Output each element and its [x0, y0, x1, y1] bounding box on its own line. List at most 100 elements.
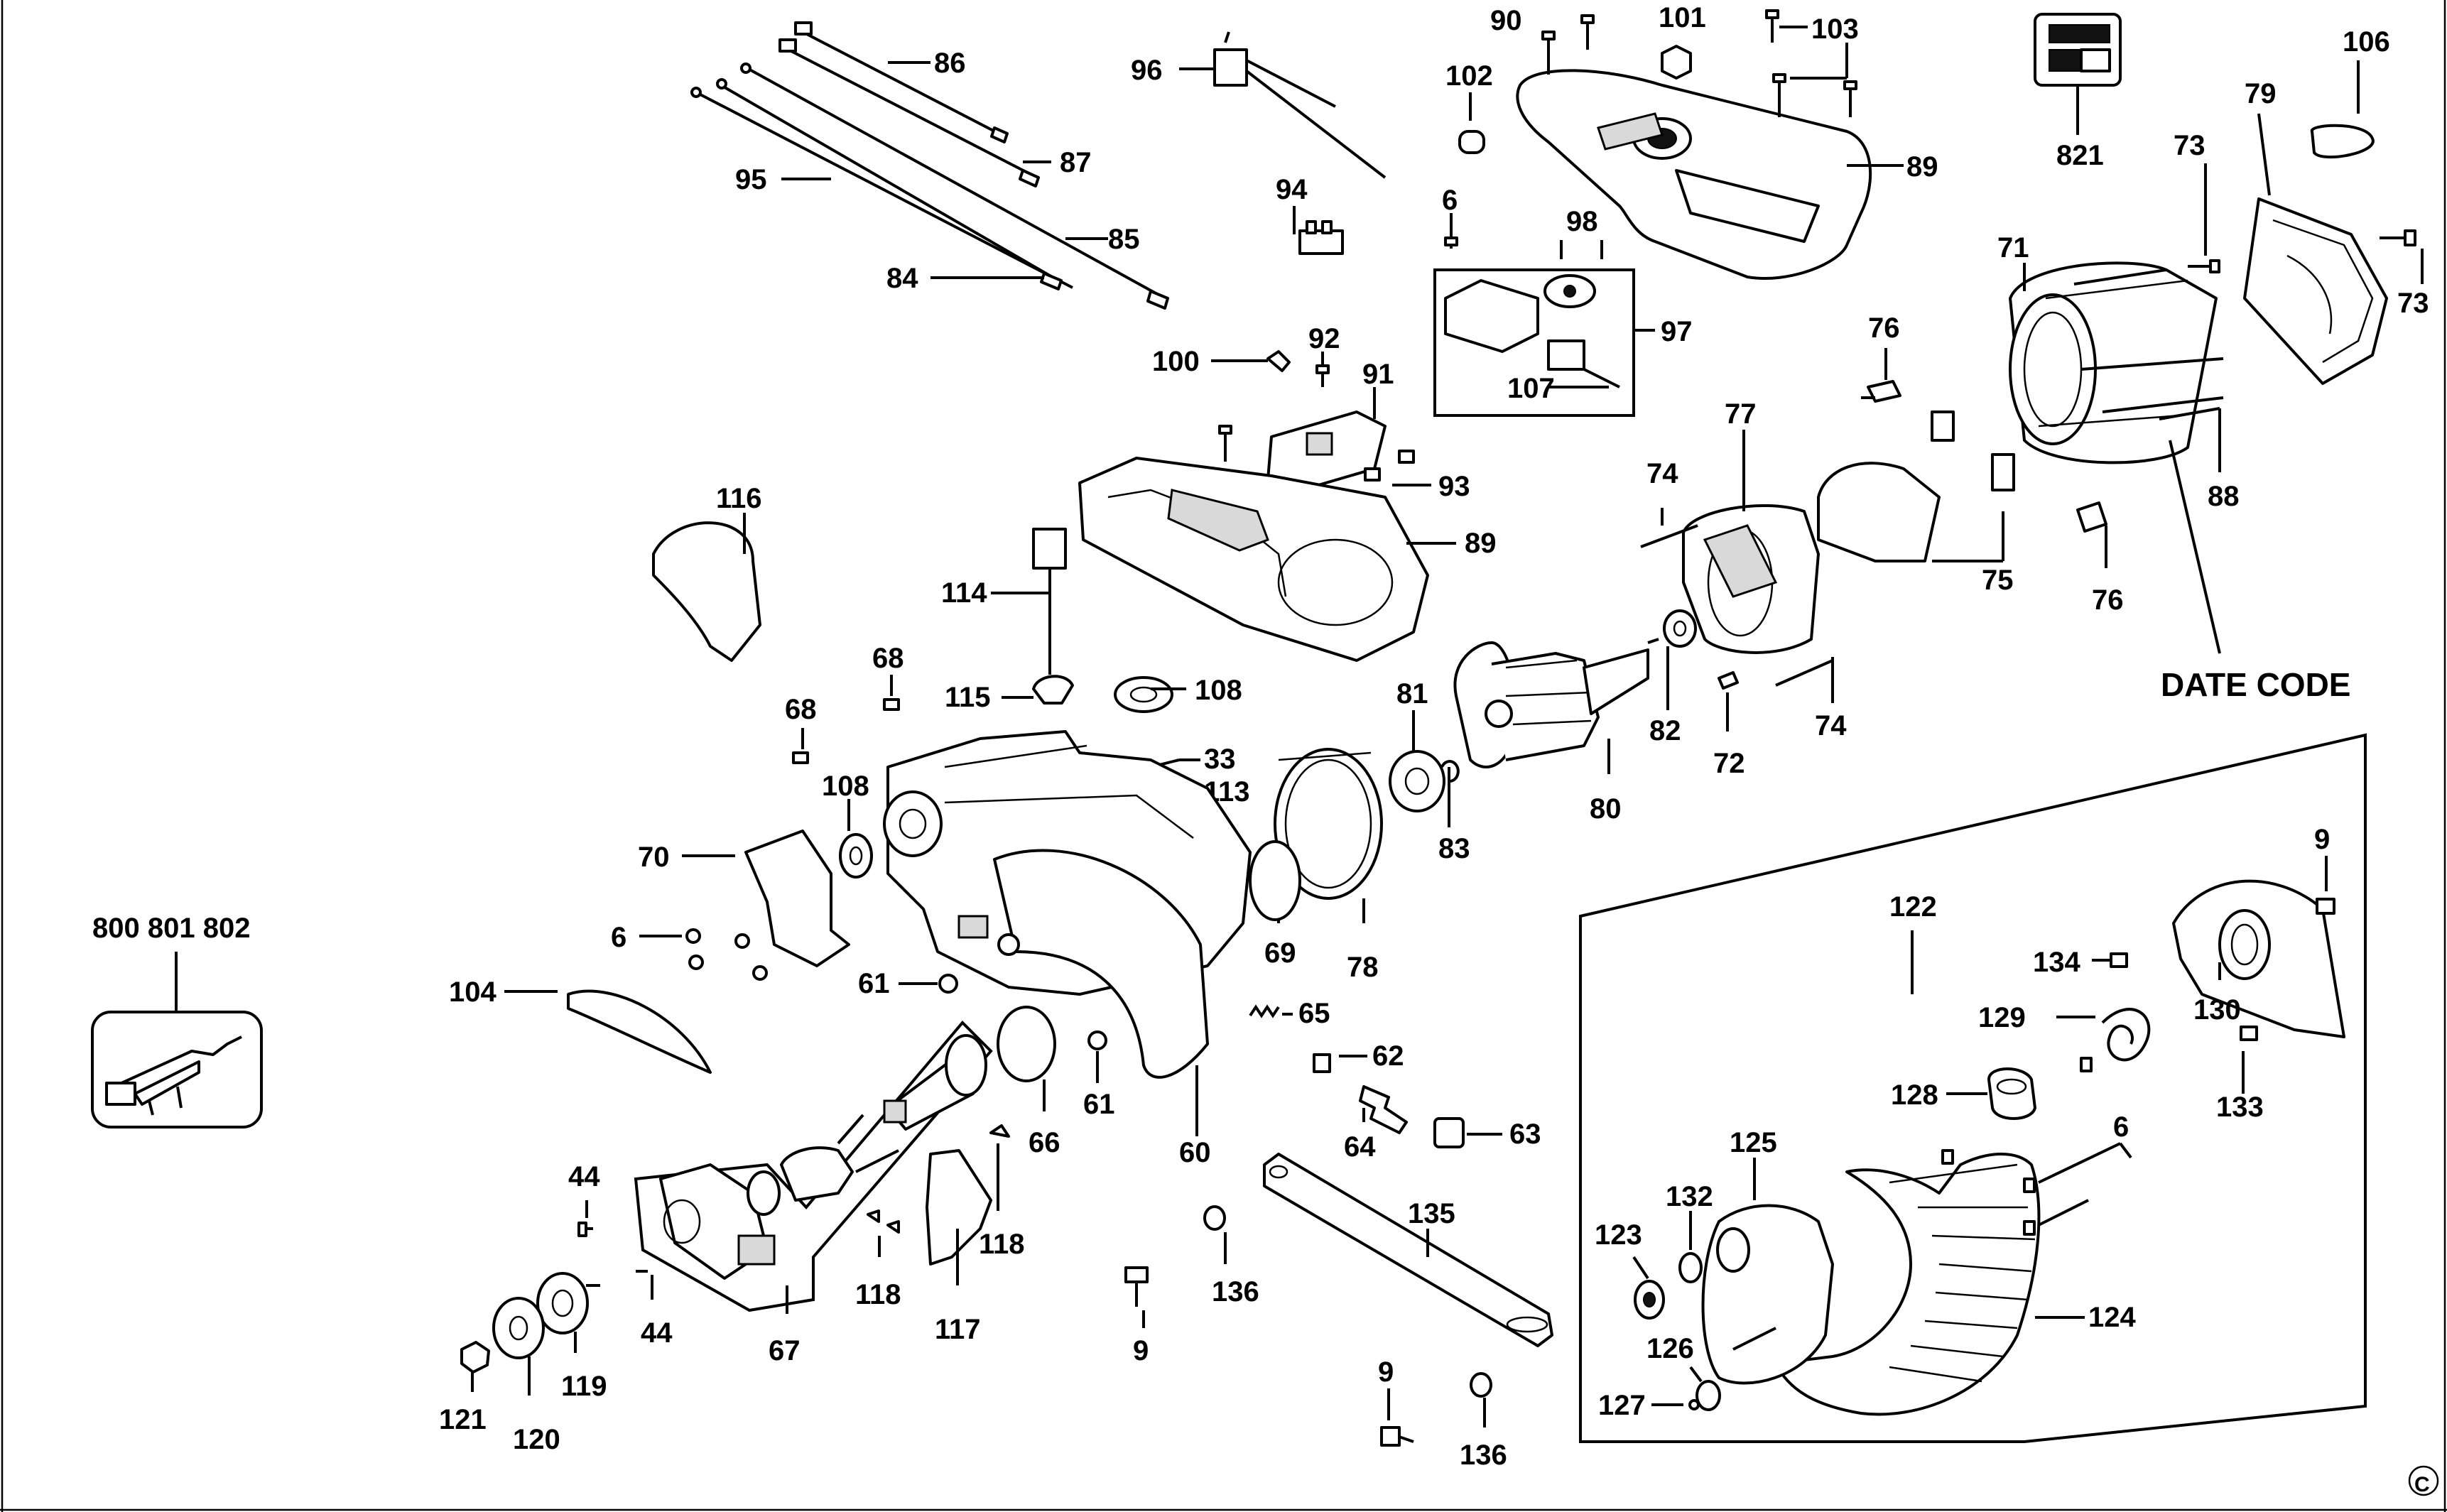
part-72-pin [1718, 671, 1739, 690]
part-127-screw [1688, 1399, 1700, 1410]
part-133-screw [2240, 1026, 2258, 1041]
part-126-washer [1695, 1380, 1721, 1411]
callout-6-top: 6 [1442, 185, 1458, 216]
callout-101: 101 [1659, 2, 1706, 33]
part-117-bracket [926, 1149, 992, 1266]
part-120-inner-flange [492, 1297, 545, 1359]
callout-83: 83 [1438, 833, 1470, 864]
part-134-screw [2110, 952, 2128, 968]
part-kit-800-801-802 [91, 1011, 263, 1128]
callout-93: 93 [1438, 471, 1470, 502]
callout-89-top: 89 [1906, 151, 1938, 183]
callout-62: 62 [1372, 1040, 1404, 1072]
part-68-pin-b [792, 751, 809, 764]
callout-72: 72 [1713, 748, 1745, 779]
part-89-handle-housing [1078, 457, 1429, 662]
callout-96: 96 [1131, 55, 1163, 86]
callout-116: 116 [716, 483, 762, 514]
callout-127: 127 [1598, 1390, 1646, 1421]
callout-9-b: 9 [1378, 1356, 1394, 1388]
part-108-washer-a [1114, 676, 1173, 713]
part-68-pin-a [883, 698, 900, 711]
callout-84: 84 [886, 263, 918, 294]
callout-76-b: 76 [2092, 584, 2124, 616]
callout-33: 33 [1204, 744, 1236, 775]
part-83-circlip [1440, 760, 1460, 783]
part-118-screw-a [989, 1124, 1010, 1138]
callout-120: 120 [513, 1424, 560, 1455]
callout-66: 66 [1029, 1127, 1060, 1158]
part-91-switch [1218, 410, 1387, 495]
callout-103: 103 [1811, 13, 1859, 45]
callout-6-box: 6 [2113, 1111, 2129, 1143]
callout-125: 125 [1730, 1127, 1777, 1158]
callout-44-a: 44 [568, 1161, 600, 1192]
part-67-spindle-group [634, 1021, 993, 1312]
callout-88: 88 [2208, 481, 2240, 512]
callout-118-a: 118 [979, 1229, 1025, 1260]
callout-108-b: 108 [822, 771, 869, 802]
callout-117: 117 [935, 1314, 981, 1345]
part-124-lower-guard [1774, 1153, 2041, 1416]
part-130-guard-cover [2172, 879, 2345, 1038]
part-118-screw-b [867, 1209, 880, 1223]
callout-61-a: 61 [858, 968, 890, 999]
part-121-blade-bolt [460, 1341, 490, 1374]
part-116-cover [652, 521, 761, 662]
callout-87: 87 [1060, 147, 1092, 178]
callout-60: 60 [1179, 1137, 1211, 1168]
part-135-link-arm [1263, 1153, 1553, 1347]
part-79-end-cap [2243, 197, 2388, 385]
callout-136-b: 136 [1460, 1440, 1507, 1471]
callout-133: 133 [2216, 1092, 2264, 1123]
callout-77: 77 [1725, 398, 1757, 430]
kit-numbers-label: 800 801 802 [92, 913, 250, 944]
part-9-bolt-c [2316, 898, 2335, 915]
part-63-block [1433, 1117, 1465, 1148]
part-6-screw-box [2080, 1057, 2093, 1072]
callout-129: 129 [1978, 1002, 2026, 1033]
callout-80: 80 [1590, 793, 1622, 825]
callout-98: 98 [1566, 206, 1598, 237]
part-44-key-a [577, 1222, 587, 1237]
callout-81: 81 [1396, 678, 1428, 709]
part-129-spring [2101, 1008, 2151, 1062]
callout-122: 122 [1889, 891, 1937, 923]
part-69-oring [1249, 840, 1301, 921]
part-100-clip [1266, 350, 1291, 372]
part-66-oring [997, 1006, 1056, 1082]
callout-95: 95 [735, 164, 767, 195]
part-97-switch-kit [1433, 268, 1635, 417]
callout-126: 126 [1646, 1333, 1694, 1364]
copyright-circle [2408, 1465, 2439, 1496]
callout-71: 71 [1997, 232, 2029, 263]
part-96-connector [1213, 31, 1387, 179]
part-80-armature [1453, 638, 1659, 768]
callout-123: 123 [1595, 1219, 1642, 1251]
part-76-brush-b [2076, 501, 2107, 533]
part-119-outer-flange [536, 1272, 589, 1334]
part-64-lever [1359, 1085, 1408, 1134]
callout-6-mid: 6 [611, 922, 626, 953]
callout-134: 134 [2033, 947, 2080, 978]
part-104-seal [567, 989, 712, 1074]
callout-76-a: 76 [1868, 312, 1900, 344]
callout-67: 67 [769, 1335, 801, 1366]
callout-85: 85 [1108, 224, 1140, 255]
part-77-field-coil [1682, 504, 1820, 654]
callout-74-b: 74 [1815, 710, 1847, 741]
part-108-washer-b [839, 833, 873, 879]
callout-69: 69 [1264, 937, 1296, 969]
part-61-nut-b [1087, 1030, 1107, 1050]
callout-61-b: 61 [1083, 1089, 1115, 1120]
callout-9-c: 9 [2314, 824, 2330, 855]
callout-135: 135 [1408, 1198, 1455, 1229]
part-106-plug [2310, 124, 2375, 159]
part-94-terminal-block [1298, 220, 1344, 255]
part-125-guard-plate [1701, 1204, 1834, 1385]
callout-114: 114 [941, 577, 987, 609]
part-60-upper-guard [883, 730, 1252, 1079]
callout-102: 102 [1445, 60, 1493, 92]
